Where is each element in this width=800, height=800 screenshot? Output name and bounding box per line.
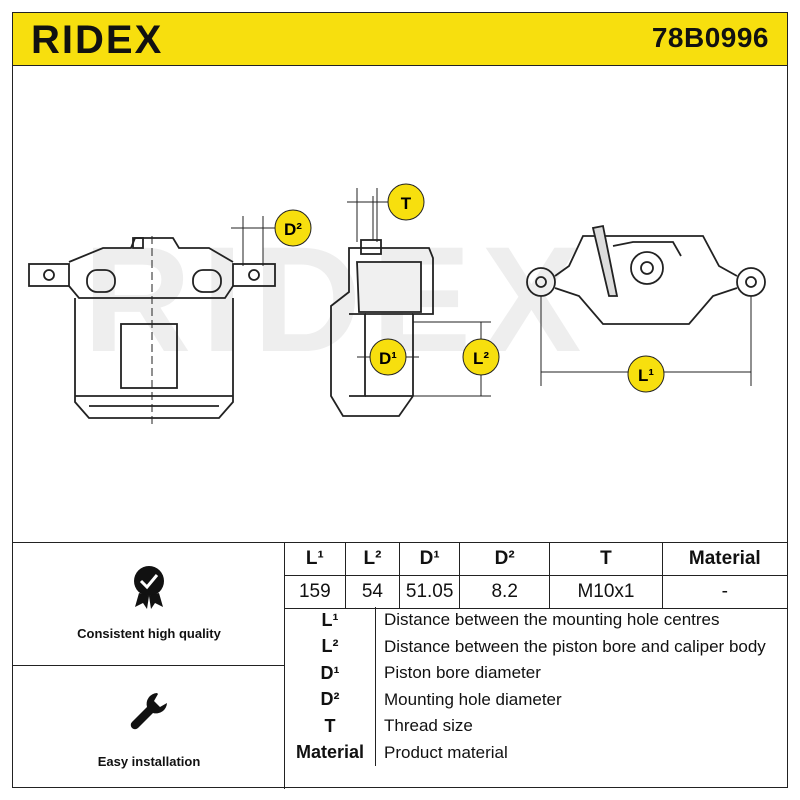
d1-badge-label: D¹ [379, 349, 397, 368]
legend-key: D² [285, 686, 376, 713]
d2-dimension: D² [231, 209, 312, 266]
legend-row: D¹ Piston bore diameter [285, 660, 766, 687]
dimensions-header-row: L¹ L² D¹ D² T Material [285, 543, 787, 576]
features-divider [13, 665, 285, 666]
features-column: Consistent high quality Easy installatio… [13, 543, 285, 789]
t-dimension: T [347, 183, 425, 242]
t-badge-label: T [401, 194, 412, 213]
section-view [330, 196, 434, 417]
l2-badge-label: L² [473, 349, 489, 368]
header-d2: D² [459, 543, 551, 576]
legend-row: T Thread size [285, 713, 766, 740]
legend-key: Material [285, 739, 376, 766]
legend-desc: Thread size [384, 716, 473, 736]
legend-row: Material Product material [285, 739, 766, 766]
legend-row: L² Distance between the piston bore and … [285, 633, 766, 660]
header-material: Material [661, 543, 787, 576]
value-material: - [661, 575, 787, 609]
value-l1: 159 [285, 575, 346, 609]
header-l1: L¹ [285, 543, 346, 576]
feature-quality: Consistent high quality [13, 563, 285, 641]
legend-desc: Distance between the mounting hole centr… [384, 610, 720, 630]
caliper-drawing: RIDEX D² [28, 183, 766, 426]
dimensions-value-row: 159 54 51.05 8.2 M10x1 - [285, 575, 787, 609]
legend-row: L¹ Distance between the mounting hole ce… [285, 607, 766, 634]
wrench-icon [130, 693, 167, 730]
legend-desc: Mounting hole diameter [384, 689, 562, 709]
dimensions-table: L¹ L² D¹ D² T Material 159 54 51.05 8.2 … [285, 543, 787, 609]
feature-installation: Easy installation [13, 689, 285, 769]
technical-drawing: RIDEX D² [12, 66, 788, 542]
legend-desc: Product material [384, 742, 508, 762]
spec-panel: Consistent high quality Easy installatio… [12, 542, 788, 789]
l2-dimension: L² [413, 321, 500, 397]
quality-badge-icon [134, 566, 164, 609]
feature-installation-label: Easy installation [97, 754, 201, 769]
side-view [526, 224, 766, 325]
d1-dimension: D¹ [357, 338, 419, 376]
value-l2: 54 [344, 575, 401, 609]
logo-text: RIDEX [31, 21, 163, 59]
d2-badge-label: D² [284, 220, 302, 239]
value-t: M10x1 [549, 575, 663, 609]
header-l2: L² [344, 543, 401, 576]
l1-badge-label: L¹ [638, 366, 654, 385]
feature-quality-label: Consistent high quality [77, 626, 221, 641]
legend-key: L² [285, 633, 376, 660]
legend-desc: Piston bore diameter [384, 663, 541, 683]
value-d1: 51.05 [399, 575, 461, 609]
front-view [28, 236, 276, 426]
header-bar: RIDEX 78B0996 [12, 12, 788, 66]
legend-key: T [285, 713, 376, 740]
watermark-text: RIDEX [83, 215, 591, 383]
legend-desc: Distance between the piston bore and cal… [384, 636, 766, 656]
legend-table: L¹ Distance between the mounting hole ce… [285, 607, 766, 766]
ridex-logo: RIDEX [31, 21, 163, 59]
legend-key: L¹ [285, 607, 376, 634]
l1-dimension: L¹ [540, 296, 752, 393]
header-d1: D¹ [399, 543, 461, 576]
header-t: T [549, 543, 663, 576]
part-number: 78B0996 [651, 22, 769, 53]
legend-key: D¹ [285, 660, 376, 687]
value-d2: 8.2 [459, 575, 551, 609]
legend-row: D² Mounting hole diameter [285, 686, 766, 713]
